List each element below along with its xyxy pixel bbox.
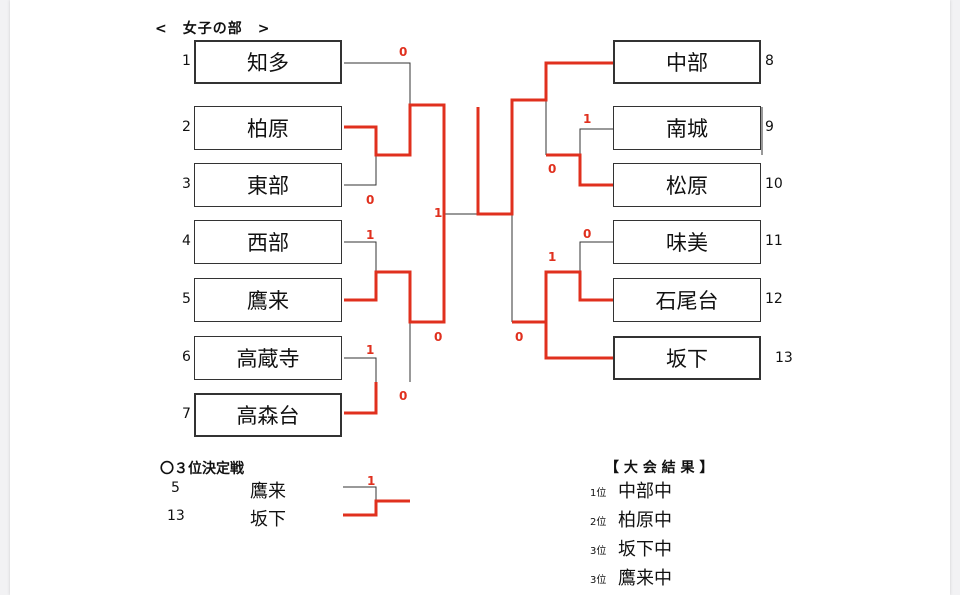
result-name-1: 中部中 xyxy=(618,481,672,502)
team-label: 味美 xyxy=(666,231,708,255)
win-matsubara xyxy=(546,153,614,187)
score-takakura: 1 xyxy=(366,343,375,357)
win-takaku xyxy=(344,214,446,324)
team-label: 南城 xyxy=(666,117,708,141)
third-place-seed-5: 5 xyxy=(171,480,180,496)
team-label: 高森台 xyxy=(236,404,300,428)
line-3rd-top xyxy=(343,486,377,501)
line-takakura xyxy=(344,357,377,382)
team-takaku: 鷹来 xyxy=(194,278,342,322)
line-ajimi xyxy=(579,241,614,272)
win-3rd xyxy=(343,499,410,517)
seed-6: 6 xyxy=(182,349,191,365)
team-label: 中部 xyxy=(666,51,708,75)
score-nanjo: 1 xyxy=(583,112,592,126)
team-label: 松原 xyxy=(666,174,708,198)
third-place-seed-13: 13 xyxy=(167,508,185,524)
third-place-title: 〇３位決定戦 xyxy=(160,461,244,477)
seed-2: 2 xyxy=(182,119,191,135)
result-rank-3b: 3位 xyxy=(590,575,607,586)
result-name-3b: 鷹来中 xyxy=(618,568,672,589)
team-label: 東部 xyxy=(247,174,289,198)
team-chita: 知多 xyxy=(194,40,342,84)
team-nanjo: 南城 xyxy=(613,106,761,150)
seed-3: 3 xyxy=(182,176,191,192)
team-nishi: 西部 xyxy=(194,220,342,264)
team-kashiwabara: 柏原 xyxy=(194,106,342,150)
score-chita: 0 xyxy=(399,45,408,59)
score-ajimi: 0 xyxy=(583,227,592,241)
score-takamori: 0 xyxy=(399,389,408,403)
team-label: 柏原 xyxy=(247,117,289,141)
page-title: < 女子の部 > xyxy=(155,21,271,37)
score-ishiodai: 1 xyxy=(548,250,557,264)
result-rank-1: 1位 xyxy=(590,488,607,499)
bracket-lines xyxy=(343,61,763,517)
seed-8: 8 xyxy=(765,53,774,69)
win-final xyxy=(476,61,614,216)
result-rank-2: 2位 xyxy=(590,517,607,528)
win-kashiwa xyxy=(344,103,446,214)
team-label: 石尾台 xyxy=(655,289,719,313)
team-matsubara: 松原 xyxy=(613,163,761,207)
seed-9: 9 xyxy=(765,119,774,135)
seed-4: 4 xyxy=(182,233,191,249)
seed-5: 5 xyxy=(182,291,191,307)
team-kozoji: 高蔵寺 xyxy=(194,336,342,380)
results-title: 【 大 会 結 果 】 xyxy=(605,460,714,476)
seed-10: 10 xyxy=(765,176,783,192)
score-left-final: 1 xyxy=(434,206,443,220)
seed-13: 13 xyxy=(775,350,793,366)
team-ajimi: 味美 xyxy=(613,220,761,264)
team-higashi: 東部 xyxy=(194,163,342,207)
document-page: < 女子の部 > xyxy=(10,0,950,595)
line-higashi xyxy=(344,155,377,186)
team-label: 坂下 xyxy=(666,347,708,371)
score-higashi: 0 xyxy=(366,193,375,207)
line-nanjo xyxy=(579,128,614,155)
team-takamoridai: 高森台 xyxy=(194,393,342,437)
seed-11: 11 xyxy=(765,233,783,249)
result-rank-3a: 3位 xyxy=(590,546,607,557)
score-chubu: 0 xyxy=(548,162,557,176)
third-place-team-sakashita: 坂下 xyxy=(250,509,286,530)
line-nishi xyxy=(344,241,377,272)
result-name-2: 柏原中 xyxy=(618,510,672,531)
seed-1: 1 xyxy=(182,53,191,69)
team-chubu: 中部 xyxy=(613,40,761,84)
team-ishiodai: 石尾台 xyxy=(613,278,761,322)
score-nishi: 1 xyxy=(366,228,375,242)
third-place-team-takaku: 鷹来 xyxy=(250,481,286,502)
team-label: 鷹来 xyxy=(247,289,289,313)
team-label: 西部 xyxy=(247,231,289,255)
win-ishiodai xyxy=(544,270,614,360)
team-label: 知多 xyxy=(247,51,289,75)
team-label: 高蔵寺 xyxy=(236,347,300,371)
seed-12: 12 xyxy=(765,291,783,307)
result-name-3a: 坂下中 xyxy=(618,539,672,560)
team-sakashita: 坂下 xyxy=(613,336,761,380)
score-right-semifinal: 0 xyxy=(515,330,524,344)
win-takamori xyxy=(344,382,378,415)
line-chita xyxy=(344,62,411,105)
seed-7: 7 xyxy=(182,406,191,422)
third-place-score: 1 xyxy=(367,474,376,488)
score-left-lower-final: 0 xyxy=(434,330,443,344)
